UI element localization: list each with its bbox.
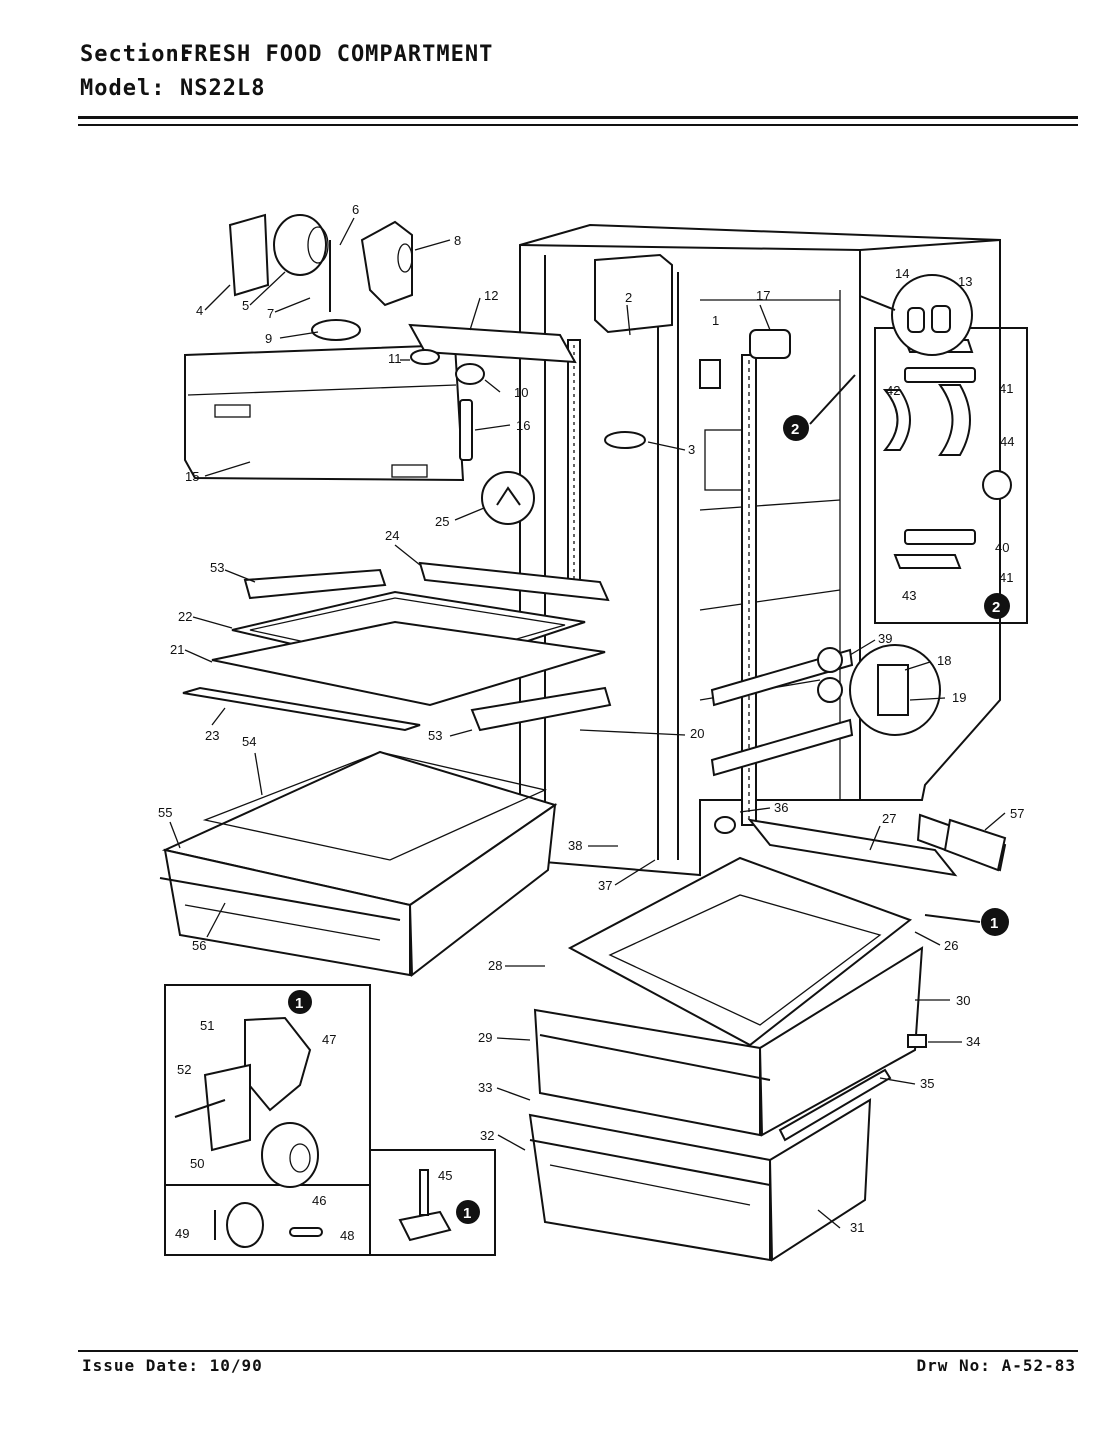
callout-53a: 53 xyxy=(210,560,224,575)
section-line: Section:FRESH FOOD COMPARTMENT xyxy=(80,42,493,67)
callout-22: 22 xyxy=(178,609,192,624)
callout-42: 42 xyxy=(886,383,900,398)
callout-27: 27 xyxy=(882,811,896,826)
callout-5: 5 xyxy=(242,298,249,313)
model-number: NS22L8 xyxy=(180,76,266,101)
model-line: Model: NS22L8 xyxy=(80,76,265,101)
header-rule-top xyxy=(78,116,1078,119)
callout-52: 52 xyxy=(177,1062,191,1077)
callout-13: 13 xyxy=(958,274,972,289)
callout-40: 40 xyxy=(995,540,1009,555)
callout-57: 57 xyxy=(1010,806,1024,821)
callout-56: 56 xyxy=(192,938,206,953)
hinge-details xyxy=(849,274,1007,872)
callout-46: 46 xyxy=(312,1193,326,1208)
detail-box-1 xyxy=(164,984,496,1256)
callout-30: 30 xyxy=(956,993,970,1008)
callout-11: 11 xyxy=(388,351,402,366)
callout-43: 43 xyxy=(902,588,916,603)
callout-14: 14 xyxy=(895,266,909,281)
callout-8: 8 xyxy=(454,233,461,248)
callout-37: 37 xyxy=(598,878,612,893)
badge-1-foot: 1 xyxy=(463,1205,471,1222)
callout-36: 36 xyxy=(774,800,788,815)
footer-rule xyxy=(78,1350,1078,1352)
callout-50: 50 xyxy=(190,1156,204,1171)
callout-24: 24 xyxy=(385,528,399,543)
callout-39: 39 xyxy=(878,631,892,646)
control-panel xyxy=(184,323,577,482)
right-drawer-set xyxy=(528,813,1007,1262)
detail-badges: 1 1 1 2 2 xyxy=(288,374,1010,1224)
callout-44: 44 xyxy=(1000,434,1014,449)
callout-38: 38 xyxy=(568,838,582,853)
model-label: Model: xyxy=(80,76,166,101)
callout-25: 25 xyxy=(435,514,449,529)
callout-23: 23 xyxy=(205,728,219,743)
callout-47: 47 xyxy=(322,1032,336,1047)
drawing-number: Drw No: A-52-83 xyxy=(916,1356,1076,1375)
callout-53b: 53 xyxy=(428,728,442,743)
shelf-rail xyxy=(567,339,854,834)
leader-lines xyxy=(169,217,1006,1229)
callout-48: 48 xyxy=(340,1228,354,1243)
callout-4: 4 xyxy=(196,303,203,318)
callout-41: 41 xyxy=(999,381,1013,396)
callout-31: 31 xyxy=(850,1220,864,1235)
callout-34: 34 xyxy=(966,1034,980,1049)
callout-29: 29 xyxy=(478,1030,492,1045)
callout-28: 28 xyxy=(488,958,502,973)
callout-9: 9 xyxy=(265,331,272,346)
callout-55: 55 xyxy=(158,805,172,820)
issue-date: Issue Date: 10/90 xyxy=(82,1356,263,1375)
control-box xyxy=(594,253,791,449)
callout-21: 21 xyxy=(170,642,184,657)
callout-54: 54 xyxy=(242,734,256,749)
callout-35: 35 xyxy=(920,1076,934,1091)
light-housing-parts xyxy=(228,213,413,341)
section-title: FRESH FOOD COMPARTMENT xyxy=(180,42,494,67)
callout-7: 7 xyxy=(267,306,274,321)
callout-51: 51 xyxy=(200,1018,214,1033)
callout-2: 2 xyxy=(625,290,632,305)
callout-32: 32 xyxy=(480,1128,494,1143)
badge-2-rail: 2 xyxy=(791,421,799,438)
callout-26: 26 xyxy=(944,938,958,953)
callout-45: 45 xyxy=(438,1168,452,1183)
glass-shelf xyxy=(182,471,612,732)
section-label: Section: xyxy=(80,42,194,67)
callout-labels: 1 2 3 4 5 6 7 8 9 10 11 12 13 14 15 16 1… xyxy=(158,202,1024,1243)
callout-33: 33 xyxy=(478,1080,492,1095)
callout-12: 12 xyxy=(484,288,498,303)
callout-10: 10 xyxy=(514,385,528,400)
callout-3: 3 xyxy=(688,442,695,457)
callout-19: 19 xyxy=(952,690,966,705)
callout-1: 1 xyxy=(712,313,719,328)
callout-18: 18 xyxy=(937,653,951,668)
callout-16: 16 xyxy=(516,418,530,433)
callout-20: 20 xyxy=(690,726,704,741)
callout-6: 6 xyxy=(352,202,359,217)
callout-15: 15 xyxy=(185,469,199,484)
badge-1-drawer: 1 xyxy=(990,915,998,932)
header-rule-bottom xyxy=(78,124,1078,126)
callout-41b: 41 xyxy=(999,570,1013,585)
callout-49: 49 xyxy=(175,1226,189,1241)
badge-1-box: 1 xyxy=(295,995,303,1012)
callout-17: 17 xyxy=(756,288,770,303)
crisper-drawer-left xyxy=(159,750,558,977)
badge-2-box: 2 xyxy=(992,599,1000,616)
